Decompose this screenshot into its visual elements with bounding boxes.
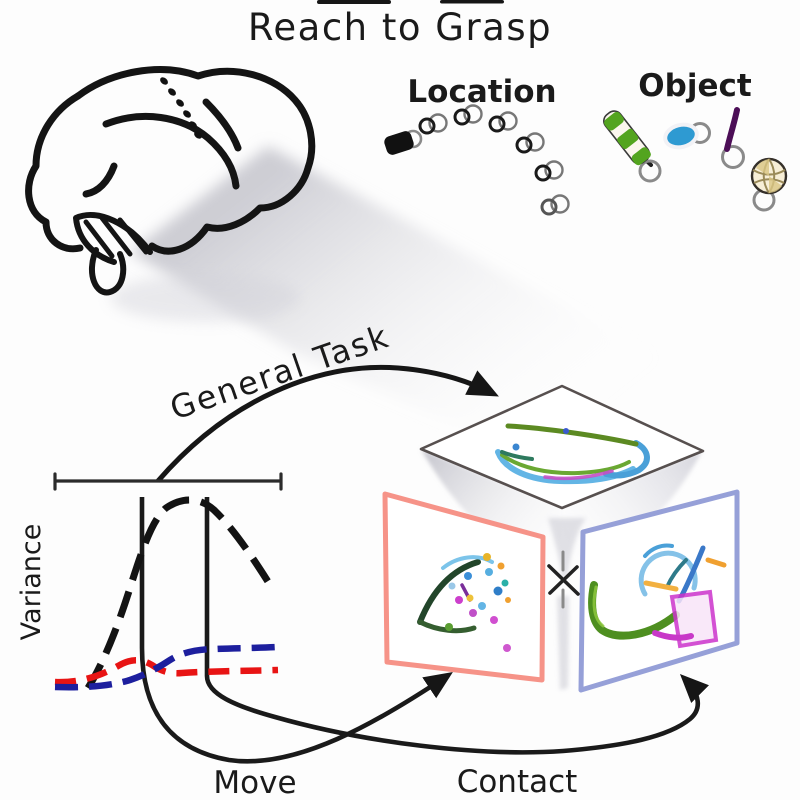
variance-plot: Variance [16, 472, 709, 764]
location-target-icon [488, 111, 518, 133]
top-face-trajectory [495, 423, 650, 485]
object-ball-icon [663, 122, 711, 150]
brain-frontal-sulcus [82, 162, 118, 198]
location-target-icon [534, 160, 564, 182]
object-label: Object [638, 68, 752, 104]
object-icons [603, 107, 788, 212]
blue-dashed-curve [54, 643, 279, 691]
variance-axis-label: Variance [16, 524, 47, 641]
brain-central-sulcus [202, 98, 242, 152]
cube-center-shading [548, 518, 586, 690]
location-target-icon [540, 194, 570, 216]
location-target-icon [515, 132, 545, 154]
brain-shadow [110, 274, 300, 322]
location-target-icon [418, 113, 448, 135]
brainstem [89, 247, 127, 296]
move-label: Move [213, 765, 296, 800]
recording-site-dots [160, 77, 202, 139]
location-target-arc [384, 104, 570, 216]
brain-outline-left [25, 92, 84, 253]
blue-face-trajectory [588, 543, 727, 649]
object-handle-icon [603, 110, 662, 183]
red-dashed-curve [54, 657, 279, 686]
location-target-icon-filled [384, 129, 423, 155]
figure-title: Reach to Grasp [248, 6, 552, 49]
cerebellum-folds [83, 215, 149, 259]
general-task-arrow [156, 364, 499, 483]
brain-outline [74, 66, 316, 255]
cerebellum-outline [73, 212, 153, 265]
contact-label: Contact [457, 764, 578, 800]
location-label: Location [407, 74, 556, 110]
cube-top-face [419, 384, 705, 510]
object-stick-icon [721, 107, 745, 169]
brain-lateral-sulcus [102, 112, 240, 190]
projection-beam [130, 146, 665, 478]
event-line-contact-arrow [204, 497, 709, 755]
multiply-symbol [547, 550, 580, 609]
variance-time-axis [53, 472, 283, 491]
object-sphere-icon [750, 157, 788, 212]
top-edge-artifacts [317, 0, 504, 4]
location-target-icon [453, 104, 483, 126]
event-line-move-arrow [139, 497, 453, 764]
brain-illustration [25, 66, 316, 296]
black-dashed-curve [85, 496, 275, 690]
pink-face-trajectory [417, 553, 511, 652]
